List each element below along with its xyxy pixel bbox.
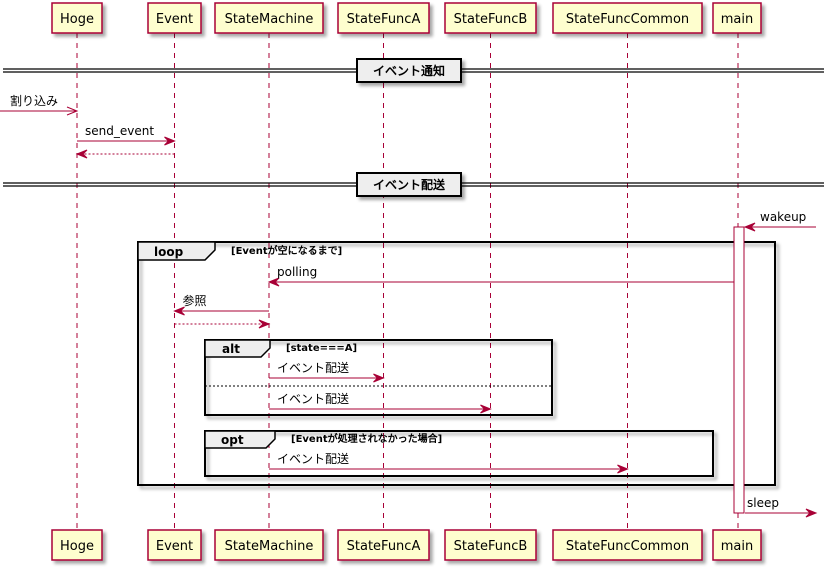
arrowhead-icon [164, 136, 176, 146]
opt-frame: opt [Eventが処理されなかった場合] [204, 430, 714, 477]
participant-label: StateFuncCommon [566, 539, 689, 554]
alt-frame: alt [state===A] [204, 339, 553, 416]
participant-label: StateFuncA [347, 539, 421, 554]
arrowhead-icon [617, 464, 629, 474]
participant-label: StateMachine [225, 539, 314, 554]
participant-statemachine-top[interactable]: StateMachine [214, 2, 324, 34]
arrowhead-icon [173, 306, 185, 316]
participant-hoge-top[interactable]: Hoge [51, 2, 103, 34]
participant-statefunca-top[interactable]: StateFuncA [337, 2, 430, 34]
divider-event-dispatch: イベント配送 [3, 172, 824, 197]
divider-event-notify: イベント通知 [3, 58, 824, 83]
loop-label: loop [154, 245, 184, 259]
message-arrow: wakeup [743, 210, 816, 232]
participant-label: main [721, 539, 753, 554]
participant-label: StateFuncA [347, 12, 421, 27]
message-label: イベント配送 [277, 360, 349, 375]
participant-label: StateMachine [225, 12, 314, 27]
participant-label: main [721, 12, 753, 27]
participant-hoge-bottom[interactable]: Hoge [51, 529, 103, 561]
main-activation-bar [733, 226, 745, 514]
messages: 割り込みsend_eventwakeuppolling参照イベント配送イベント配… [0, 93, 818, 518]
message-label: polling [277, 265, 317, 279]
groups: loop [Eventが空になるまで] alt [state===A] opt … [137, 241, 776, 486]
participant-label: Hoge [60, 539, 94, 554]
message-label: イベント配送 [277, 391, 349, 406]
arrowhead-icon [258, 319, 271, 329]
opt-label: opt [221, 433, 244, 447]
participant-statefunca-bottom[interactable]: StateFuncA [337, 529, 430, 561]
message-arrow: sleep [745, 496, 818, 518]
message-label: イベント配送 [277, 451, 349, 466]
loop-condition: [Eventが空になるまで] [231, 244, 342, 257]
message-arrow: polling [267, 265, 734, 287]
participant-statefunccommon-bottom[interactable]: StateFuncCommon [552, 529, 703, 561]
participant-label: Event [156, 12, 193, 27]
message-arrow: 割り込み [0, 93, 79, 116]
participant-statemachine-bottom[interactable]: StateMachine [214, 529, 324, 561]
arrowhead-icon [75, 149, 88, 159]
participant-statefuncb-top[interactable]: StateFuncB [444, 2, 537, 34]
participant-statefuncb-bottom[interactable]: StateFuncB [444, 529, 537, 561]
message-label: sleep [747, 496, 779, 510]
divider-label: イベント配送 [373, 177, 446, 192]
opt-condition: [Eventが処理されなかった場合] [291, 432, 442, 445]
message-label: wakeup [760, 210, 806, 224]
participant-main-top[interactable]: main [712, 2, 762, 34]
participant-label: Hoge [60, 12, 94, 27]
arrowhead-icon [480, 404, 492, 414]
arrowhead-icon [743, 222, 756, 232]
message-arrow: send_event [77, 124, 176, 146]
message-arrow: イベント配送 [269, 360, 385, 383]
message-arrow: イベント配送 [269, 451, 629, 474]
participant-label: StateFuncCommon [566, 12, 689, 27]
divider-label: イベント通知 [373, 63, 445, 78]
participant-label: StateFuncB [454, 12, 528, 27]
dividers: イベント通知 イベント配送 [3, 58, 824, 197]
message-label: 参照 [183, 293, 207, 308]
arrowhead-icon [805, 508, 818, 518]
arrowhead-icon [267, 277, 280, 287]
message-label: 割り込み [10, 93, 58, 108]
alt-label: alt [222, 342, 240, 356]
participants: HogeHogeEventEventStateMachineStateMachi… [51, 2, 762, 561]
participant-main-bottom[interactable]: main [712, 529, 762, 561]
alt-condition: [state===A] [286, 343, 357, 354]
arrowhead-icon [373, 373, 385, 383]
message-label: send_event [85, 124, 154, 138]
participant-label: Event [156, 539, 193, 554]
message-arrow: イベント配送 [269, 391, 492, 414]
participant-label: StateFuncB [454, 539, 528, 554]
message-arrow: 参照 [173, 293, 269, 316]
participant-event-top[interactable]: Event [147, 2, 202, 34]
loop-frame: loop [Eventが空になるまで] [137, 241, 776, 486]
lifelines [76, 33, 739, 529]
participant-event-bottom[interactable]: Event [147, 529, 202, 561]
participant-statefunccommon-top[interactable]: StateFuncCommon [552, 2, 703, 34]
message-return-arrow [174, 319, 271, 329]
message-return-arrow [75, 149, 175, 159]
